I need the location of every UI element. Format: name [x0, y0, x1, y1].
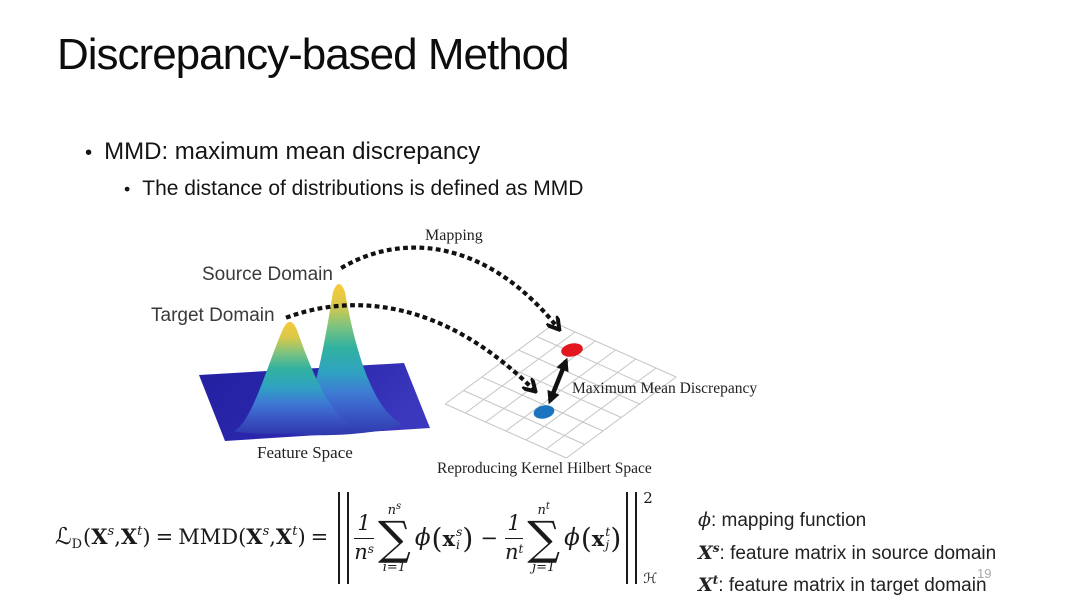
- bullet-marker: •: [124, 179, 131, 199]
- page-title: Discrepancy-based Method: [57, 30, 570, 79]
- formula-lhs: ℒD(Xs,Xt)=MMD(Xs,Xt)=: [55, 524, 329, 552]
- fraction-source: 1 ns: [354, 511, 374, 564]
- bullet-item-1: • MMD: maximum mean discrepancy: [85, 138, 480, 166]
- sum-source: ns ∑ i=1: [377, 501, 411, 575]
- norm-open-bars: [338, 492, 350, 584]
- fraction-target: 1 nt: [504, 511, 524, 564]
- page-number: 19: [977, 566, 992, 581]
- norm-scripts: 2 ℋ: [643, 489, 658, 587]
- note-xs: Xs: feature matrix in source domain: [698, 540, 997, 564]
- mapping-arrow-source: [340, 245, 558, 328]
- bullet-marker: •: [85, 142, 93, 164]
- symbol-notes: ϕ: mapping function Xs: feature matrix i…: [698, 507, 996, 600]
- minus-sign: −: [480, 526, 498, 550]
- rkhs-label: Reproducing Kernel Hilbert Space: [437, 460, 652, 477]
- source-domain-label: Source Domain: [202, 264, 333, 285]
- sigma-glyph: ∑: [377, 511, 411, 566]
- note-xt: Xt: feature matrix in target domain: [698, 573, 987, 596]
- target-distribution-peak: [234, 321, 352, 434]
- sigma-glyph: ∑: [527, 511, 561, 566]
- feature-space-label: Feature Space: [257, 443, 353, 462]
- bullet-text-1: MMD: maximum mean discrepancy: [104, 138, 481, 165]
- sum-target: nt ∑ j=1: [527, 501, 561, 575]
- maximum-mean-discrepancy-label: Maximum Mean Discrepancy: [572, 380, 758, 397]
- target-domain-label: Target Domain: [151, 305, 275, 326]
- mmd-distance-arrow: [547, 357, 569, 405]
- target-mean-point: [533, 405, 555, 419]
- source-mean-point: [561, 343, 583, 357]
- rkhs-grid: [445, 323, 676, 458]
- bullet-item-2: • The distance of distributions is defin…: [124, 177, 583, 201]
- note-phi: ϕ: mapping function: [698, 509, 867, 531]
- mmd-diagram: [199, 245, 790, 488]
- mapping-arrow-target: [285, 303, 534, 390]
- bullet-text-2: The distance of distributions is defined…: [142, 177, 584, 200]
- norm-close-bars: [626, 492, 638, 584]
- mapping-label: Mapping: [425, 227, 483, 244]
